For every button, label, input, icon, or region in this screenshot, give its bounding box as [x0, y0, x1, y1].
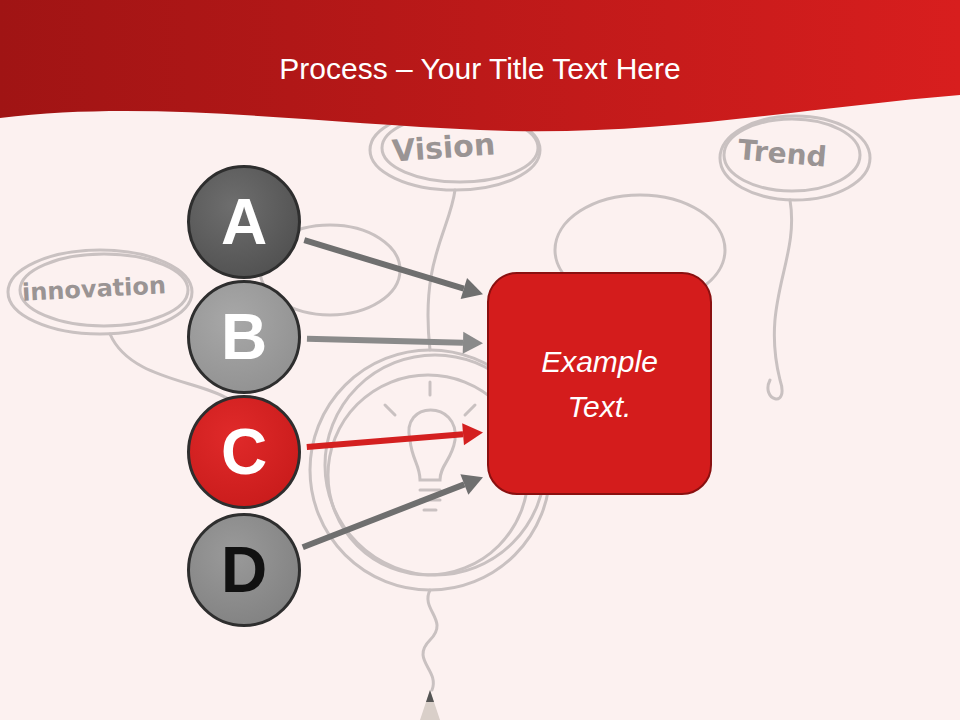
step-circle: A: [187, 165, 301, 279]
step-letter: C: [221, 420, 267, 484]
slide-title: Process – Your Title Text Here: [0, 52, 960, 86]
step-circle: D: [187, 513, 301, 627]
step-circle: B: [187, 280, 301, 394]
flow-arrow: [307, 332, 483, 354]
sketch-word: innovation: [21, 271, 166, 306]
step-circle: C: [187, 395, 301, 509]
process-box: Example Text.: [487, 272, 712, 495]
step-letter: D: [221, 538, 267, 602]
sketch-word: Trend: [737, 133, 828, 174]
flow-arrow: [303, 474, 483, 547]
step-letter: B: [221, 305, 267, 369]
step-letter: A: [221, 190, 267, 254]
sketch-word: Vision: [391, 126, 496, 168]
example-text: Example Text.: [525, 339, 675, 429]
flow-arrow: [304, 240, 483, 299]
flow-arrow: [307, 423, 483, 447]
